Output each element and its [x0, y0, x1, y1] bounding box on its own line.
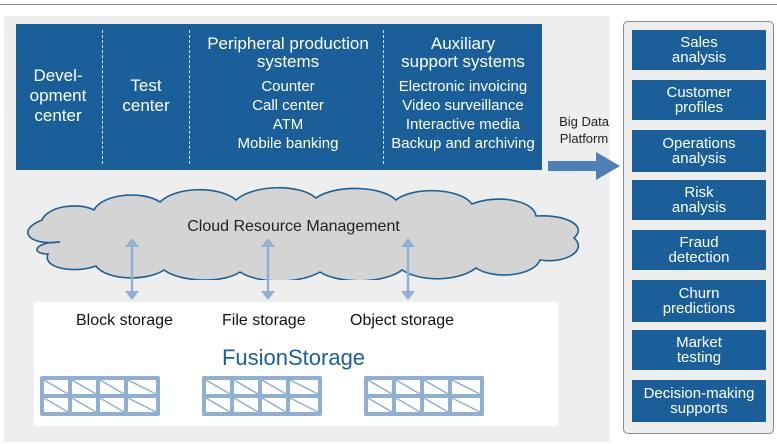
- analysis-box-decision-making: Decision-making supports: [632, 380, 766, 422]
- object-storage-label: Object storage: [350, 312, 455, 329]
- analysis-box-sales: Sales analysis: [632, 30, 766, 70]
- storage-array-icon: [364, 376, 484, 416]
- development-center-column: Devel- opment center: [16, 24, 100, 170]
- top-rule: [0, 4, 777, 5]
- big-data-arrow-icon: [548, 152, 620, 180]
- auxiliary-items: Electronic invoicing Video surveillance …: [384, 77, 542, 153]
- analysis-box-market-testing: Market testing: [632, 330, 766, 370]
- auxiliary-item: Video surveillance: [402, 97, 524, 114]
- file-storage-label: File storage: [222, 312, 306, 329]
- cloud-resource-management-label: Cloud Resource Management: [187, 218, 400, 235]
- test-center-column: Test center: [104, 24, 188, 170]
- test-center-label: Test center: [122, 76, 170, 115]
- peripheral-title: Peripheral production systems: [207, 34, 369, 71]
- block-storage-label: Block storage: [76, 312, 173, 329]
- cloud-shape: [27, 186, 580, 280]
- auxiliary-item: Backup and archiving: [391, 135, 535, 152]
- analysis-box-fraud: Fraud detection: [632, 230, 766, 270]
- analysis-box-operations: Operations analysis: [632, 130, 766, 172]
- storage-array-icon: [202, 376, 322, 416]
- peripheral-item: ATM: [272, 116, 304, 133]
- peripheral-items: Counter Call center ATM Mobile banking: [190, 77, 386, 153]
- big-data-platform-label: Big Data Platform: [559, 114, 609, 146]
- development-center-label: Devel- opment center: [29, 66, 87, 125]
- peripheral-column: Peripheral production systems Counter Ca…: [190, 24, 386, 170]
- double-arrow-icon: [125, 238, 139, 300]
- fusionstorage-label: FusionStorage: [221, 345, 366, 370]
- storage-array-icon: [40, 376, 160, 416]
- analysis-box-risk: Risk analysis: [632, 180, 766, 220]
- analysis-box-customer-profiles: Customer profiles: [632, 80, 766, 120]
- double-arrow-icon: [401, 238, 415, 300]
- double-arrow-icon: [261, 238, 275, 300]
- systems-band: Devel- opment center Test center Periphe…: [16, 24, 542, 170]
- peripheral-item: Call center: [252, 97, 324, 114]
- analysis-box-churn: Churn predictions: [632, 280, 766, 322]
- auxiliary-title: Auxiliary support systems: [401, 34, 525, 71]
- column-divider: [189, 30, 190, 164]
- column-divider: [383, 30, 384, 164]
- column-divider: [102, 30, 103, 164]
- peripheral-item: Counter: [261, 78, 315, 95]
- peripheral-item: Mobile banking: [237, 135, 339, 152]
- auxiliary-column: Auxiliary support systems Electronic inv…: [384, 24, 542, 170]
- auxiliary-item: Interactive media: [405, 116, 521, 133]
- auxiliary-item: Electronic invoicing: [398, 78, 528, 95]
